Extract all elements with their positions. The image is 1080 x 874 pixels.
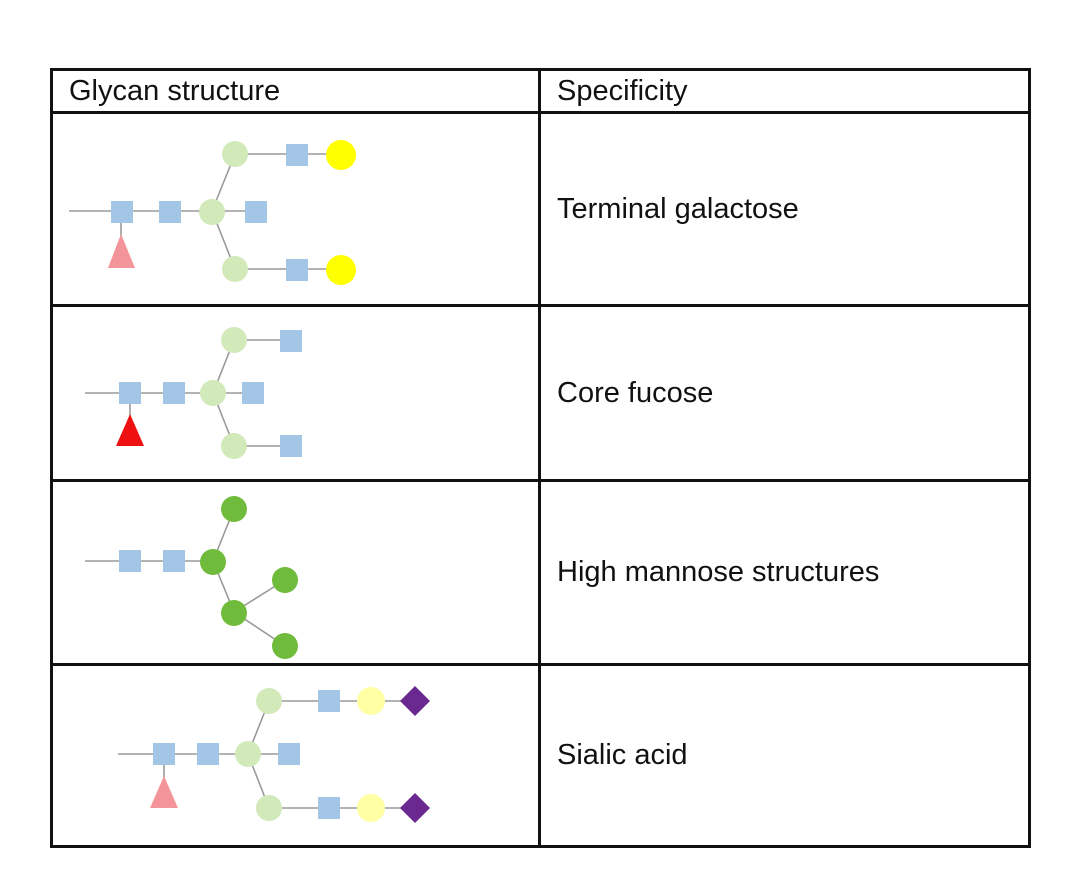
glycan-diagram-terminal-galactose <box>69 140 356 285</box>
glycan-bonds <box>85 508 286 647</box>
glycan-structure-cell <box>50 479 541 666</box>
glycan-diagram-high-mannose <box>85 496 298 659</box>
specificity-sialic-acid: Sialic acid <box>538 663 1031 848</box>
mannose-circle-icon <box>221 433 247 459</box>
galactose-circle-icon <box>326 255 356 285</box>
mannose-circle-icon <box>256 795 282 821</box>
glycan-diagram-core-fucose <box>85 327 302 459</box>
glcnac-square-icon <box>163 382 185 404</box>
table-row: Core fucose <box>50 304 1031 482</box>
mannose-circle-icon <box>222 256 248 282</box>
mannose-circle-icon <box>221 496 247 522</box>
galactose-circle-icon <box>357 794 385 822</box>
glcnac-square-icon <box>119 382 141 404</box>
glcnac-square-icon <box>159 201 181 223</box>
glcnac-square-icon <box>280 330 302 352</box>
sialic-acid-diamond-icon <box>400 793 430 823</box>
glcnac-square-icon <box>153 743 175 765</box>
fucose-triangle-icon <box>150 776 178 808</box>
glcnac-square-icon <box>286 144 308 166</box>
header-specificity: Specificity <box>538 68 1031 114</box>
mannose-circle-icon <box>256 688 282 714</box>
mannose-circle-icon <box>272 633 298 659</box>
glcnac-square-icon <box>163 550 185 572</box>
mannose-circle-icon <box>200 380 226 406</box>
sialic-acid-diamond-icon <box>400 686 430 716</box>
mannose-circle-icon <box>221 600 247 626</box>
glcnac-square-icon <box>286 259 308 281</box>
glcnac-square-icon <box>318 690 340 712</box>
glycan-diagram-sialic-acid <box>118 686 430 823</box>
fucose-triangle-icon <box>116 414 144 446</box>
mannose-circle-icon <box>235 741 261 767</box>
glcnac-square-icon <box>278 743 300 765</box>
table-row: High mannose structures <box>50 479 1031 666</box>
glcnac-square-icon <box>280 435 302 457</box>
table-row: Terminal galactose <box>50 111 1031 307</box>
fucose-triangle-icon <box>108 234 135 268</box>
glcnac-square-icon <box>111 201 133 223</box>
specificity-high-mannose: High mannose structures <box>538 479 1031 666</box>
glcnac-square-icon <box>242 382 264 404</box>
galactose-circle-icon <box>326 140 356 170</box>
glycan-structure-cell <box>50 304 541 482</box>
galactose-circle-icon <box>357 687 385 715</box>
specificity-core-fucose: Core fucose <box>538 304 1031 482</box>
mannose-circle-icon <box>222 141 248 167</box>
header-glycan-structure: Glycan structure <box>50 68 541 114</box>
glycan-structure-cell <box>50 663 541 848</box>
glcnac-square-icon <box>119 550 141 572</box>
mannose-circle-icon <box>272 567 298 593</box>
mannose-circle-icon <box>200 549 226 575</box>
specificity-terminal-galactose: Terminal galactose <box>538 111 1031 307</box>
glcnac-square-icon <box>245 201 267 223</box>
glycan-specificity-table: Glycan structure Specificity <box>50 68 1031 848</box>
glycan-structure-cell <box>50 111 541 307</box>
glcnac-square-icon <box>318 797 340 819</box>
header-row: Glycan structure Specificity <box>50 68 1031 114</box>
mannose-circle-icon <box>199 199 225 225</box>
table-row: Sialic acid <box>50 663 1031 848</box>
glcnac-square-icon <box>197 743 219 765</box>
mannose-circle-icon <box>221 327 247 353</box>
